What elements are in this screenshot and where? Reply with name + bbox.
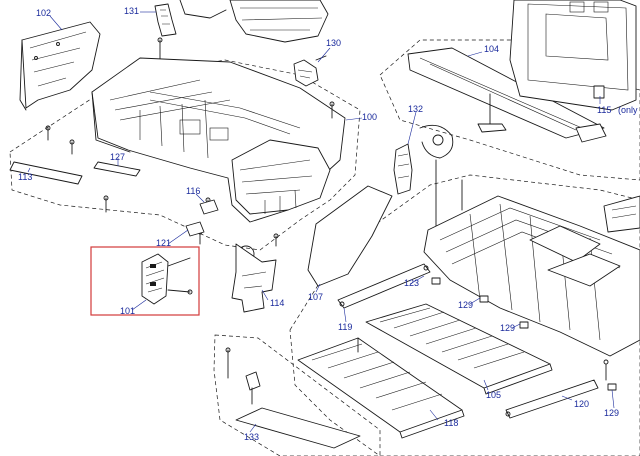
part-113-strip [9, 161, 83, 185]
label-130: 130 [326, 38, 341, 48]
part-104-rail [407, 47, 607, 143]
label-131: 131 [124, 6, 139, 16]
part-101-highlight-box [90, 246, 200, 316]
label-132: 132 [408, 104, 423, 114]
part-102-side-cover [19, 21, 101, 111]
part-labels: 102 131 130 104 115 (only 100 132 113 12… [18, 6, 638, 442]
label-100: 100 [362, 112, 377, 122]
label-123: 123 [404, 278, 419, 288]
label-119: 119 [338, 322, 352, 332]
part-119-rail [337, 263, 431, 309]
label-102: 102 [36, 8, 51, 18]
top-roller-assembly [179, 0, 329, 43]
label-121: 121 [156, 238, 171, 248]
part-127-strip [93, 161, 141, 177]
label-116: 116 [186, 186, 200, 196]
upper-housing [91, 57, 346, 223]
base-group-outline [289, 174, 640, 456]
label-133: 133 [244, 432, 259, 442]
part-131-bracket [154, 3, 177, 63]
part-121-clip [185, 221, 205, 237]
leader-lines [27, 11, 615, 433]
label-115: 115 [597, 105, 611, 115]
label-107: 107 [308, 292, 323, 302]
label-105: 105 [486, 390, 501, 400]
part-130-bracket [293, 55, 327, 87]
label-115-note: (only [618, 105, 638, 115]
part-107-film [307, 185, 393, 287]
part-105-tray [365, 303, 553, 395]
label-120: 120 [574, 399, 589, 409]
label-127: 127 [110, 152, 125, 162]
base-frame [423, 195, 640, 381]
part-118-tray [297, 337, 465, 439]
label-118: 118 [444, 418, 458, 428]
part-120-rail [505, 379, 599, 419]
part-114-cable-cover [231, 243, 277, 313]
label-104: 104 [484, 44, 499, 54]
label-129-a: 129 [458, 300, 473, 310]
label-114: 114 [270, 298, 284, 308]
part-133-rail [225, 347, 361, 449]
label-129-c: 129 [604, 408, 619, 418]
label-129-b: 129 [500, 323, 515, 333]
part-116-clip [199, 199, 219, 215]
foot-pads [431, 277, 617, 391]
part-101-sensor-holder [141, 253, 193, 305]
label-101: 101 [120, 306, 135, 316]
part-115-panel [509, 0, 637, 111]
label-113: 113 [18, 172, 32, 182]
